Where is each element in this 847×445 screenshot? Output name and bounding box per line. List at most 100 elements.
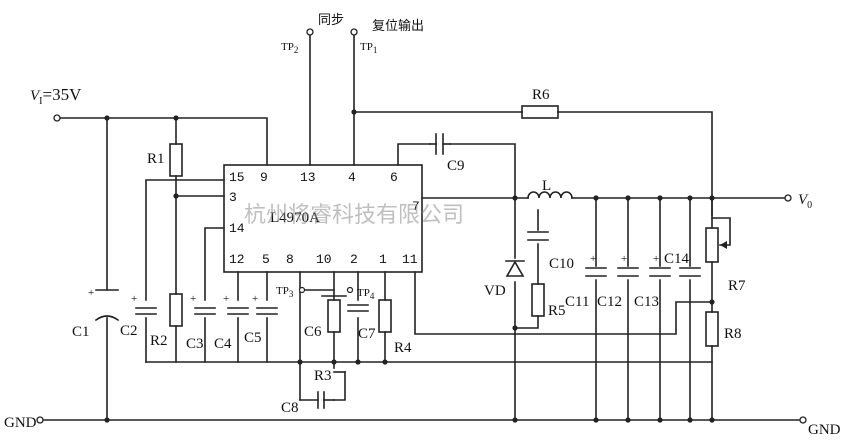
capacitors: + + + + + + bbox=[88, 133, 701, 409]
junction-dot bbox=[625, 195, 631, 201]
label-c5: C5 bbox=[244, 330, 262, 346]
ic-part-number: L4970A bbox=[270, 210, 320, 226]
tp1-terminal bbox=[350, 28, 358, 36]
label-c7: C7 bbox=[358, 326, 376, 342]
junction-dot bbox=[173, 193, 179, 199]
junction-dot bbox=[331, 359, 337, 365]
tp4-label: TP4 bbox=[357, 287, 375, 301]
label-r8: R8 bbox=[724, 326, 742, 342]
label-c3: C3 bbox=[186, 336, 204, 352]
junction-dot bbox=[687, 417, 693, 423]
gnd-terminal-right bbox=[799, 416, 807, 424]
junction-dot bbox=[351, 109, 357, 115]
resistor-r2 bbox=[169, 293, 183, 327]
tp4-terminal bbox=[346, 286, 354, 294]
junction-dot bbox=[593, 417, 599, 423]
resistor-r7 bbox=[705, 227, 719, 263]
watermark: 杭州将睿科技有限公司 bbox=[244, 203, 464, 228]
junction-dot bbox=[104, 417, 110, 423]
junction-dot bbox=[512, 417, 518, 423]
plus-sign-c11: + bbox=[590, 253, 596, 265]
junction-dot bbox=[709, 417, 715, 423]
plus-sign-c12: + bbox=[621, 253, 627, 265]
inductor-l bbox=[527, 191, 573, 199]
label-c13: C13 bbox=[634, 294, 659, 310]
tp1-label: TP1 bbox=[360, 41, 377, 55]
tp1-caption: 复位输出 bbox=[372, 18, 424, 34]
plus-sign-c13: + bbox=[653, 253, 659, 265]
pin-15: 15 bbox=[229, 170, 245, 185]
resistor-r8 bbox=[705, 311, 719, 347]
junction-dot bbox=[657, 417, 663, 423]
label-c6: C6 bbox=[304, 324, 322, 340]
label-c9: C9 bbox=[447, 158, 465, 174]
junction-dot bbox=[709, 299, 715, 305]
label-c4: C4 bbox=[214, 336, 232, 352]
plus-sign-c1: + bbox=[88, 287, 94, 299]
diode-vd bbox=[505, 260, 525, 277]
ic-l4970a: 15 9 13 4 6 3 14 7 L4970A 12 5 8 10 2 1 … bbox=[223, 164, 423, 273]
resistor-r6 bbox=[521, 105, 559, 119]
labels: VI=35V V0 GND GND 同步 TP2 复位输出 TP1 TP3 TP… bbox=[4, 13, 841, 438]
tp2-label: TP2 bbox=[281, 41, 298, 55]
junction-dot bbox=[104, 115, 110, 121]
pin-4: 4 bbox=[348, 170, 356, 185]
label-c1: C1 bbox=[72, 324, 90, 340]
cap-c1-plate-bottom bbox=[94, 315, 120, 322]
junction-dot bbox=[625, 417, 631, 423]
gnd-terminal-left bbox=[36, 416, 44, 424]
pin-11: 11 bbox=[402, 252, 418, 267]
plus-sign-c3: + bbox=[190, 293, 196, 305]
label-r6: R6 bbox=[532, 87, 550, 103]
tp2-terminal bbox=[306, 28, 314, 36]
label-r2: R2 bbox=[150, 333, 168, 349]
ic-body bbox=[223, 164, 423, 273]
pin-10: 10 bbox=[316, 252, 332, 267]
label-r5: R5 bbox=[548, 303, 566, 319]
plus-sign-c5: + bbox=[252, 293, 258, 305]
pin-2: 2 bbox=[350, 252, 358, 267]
label-c12: C12 bbox=[597, 294, 622, 310]
tp2-caption: 同步 bbox=[318, 13, 344, 28]
plus-sign-c4: + bbox=[223, 293, 229, 305]
junction-dot bbox=[512, 325, 518, 331]
potentiometer-wiper-icon bbox=[720, 241, 727, 249]
label-r1: R1 bbox=[147, 151, 165, 167]
pin-6: 6 bbox=[390, 170, 398, 185]
junction-dot bbox=[593, 195, 599, 201]
diode-triangle-icon bbox=[505, 260, 525, 277]
tp3-label: TP3 bbox=[276, 285, 294, 299]
resistor-r1 bbox=[169, 143, 183, 177]
resistor-r4 bbox=[378, 299, 392, 333]
input-label: VI=35V bbox=[30, 85, 82, 107]
label-c8: C8 bbox=[281, 400, 299, 416]
resistors bbox=[169, 105, 727, 347]
wires bbox=[39, 34, 801, 421]
pin-5: 5 bbox=[262, 252, 270, 267]
pin-9: 9 bbox=[260, 170, 268, 185]
output-label: V0 bbox=[798, 192, 812, 211]
label-r7: R7 bbox=[728, 278, 746, 294]
pin-7: 7 bbox=[412, 199, 420, 214]
label-r3: R3 bbox=[314, 368, 332, 384]
input-terminal bbox=[53, 114, 61, 122]
tp3-terminal bbox=[298, 286, 306, 294]
gnd-label-right: GND bbox=[808, 422, 841, 438]
output-terminal bbox=[784, 194, 792, 202]
pin-1: 1 bbox=[379, 252, 387, 267]
gnd-label-left: GND bbox=[4, 415, 37, 431]
plus-sign-c2: + bbox=[131, 293, 137, 305]
label-inductor: L bbox=[542, 178, 551, 194]
junction-dot bbox=[709, 195, 715, 201]
pin-14: 14 bbox=[229, 221, 245, 236]
label-r4: R4 bbox=[394, 340, 412, 356]
label-c10: C10 bbox=[549, 256, 574, 272]
junction-dot bbox=[512, 195, 518, 201]
terminals bbox=[36, 28, 807, 424]
junction-dot bbox=[355, 359, 361, 365]
pin-12: 12 bbox=[229, 252, 245, 267]
cap-c6 bbox=[327, 299, 341, 333]
junction-dot bbox=[687, 195, 693, 201]
label-c11: C11 bbox=[565, 294, 589, 310]
junction-dot bbox=[173, 115, 179, 121]
